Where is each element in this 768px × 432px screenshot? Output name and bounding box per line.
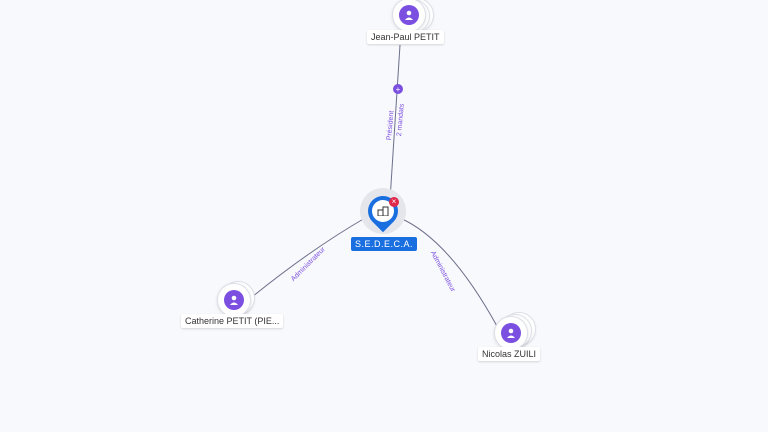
avatar: [217, 283, 251, 317]
company-node[interactable]: [372, 200, 394, 222]
building-icon: [377, 206, 389, 216]
person-label[interactable]: Jean-Paul PETIT: [367, 30, 444, 44]
person-node-nicolas-zuili[interactable]: [494, 312, 536, 350]
close-icon[interactable]: ×: [389, 197, 399, 207]
person-icon: [405, 10, 413, 20]
person-node-catherine-petit[interactable]: [217, 281, 255, 317]
person-icon: [507, 328, 515, 338]
company-label[interactable]: S.E.D.E.C.A.: [351, 237, 418, 251]
person-label[interactable]: Catherine PETIT (PIE...: [181, 314, 284, 328]
avatar: [494, 316, 528, 350]
person-icon: [230, 295, 238, 305]
plus-icon: +: [396, 85, 401, 94]
edge-president[interactable]: [389, 44, 401, 201]
person-node-jean-paul-petit[interactable]: [392, 0, 434, 33]
person-label[interactable]: Nicolas ZUILI: [478, 347, 541, 361]
edge-administrateur-catherine[interactable]: [251, 217, 366, 298]
edge-administrateur-nicolas[interactable]: [399, 217, 499, 329]
avatar: [392, 0, 426, 32]
expand-button[interactable]: [393, 84, 403, 94]
